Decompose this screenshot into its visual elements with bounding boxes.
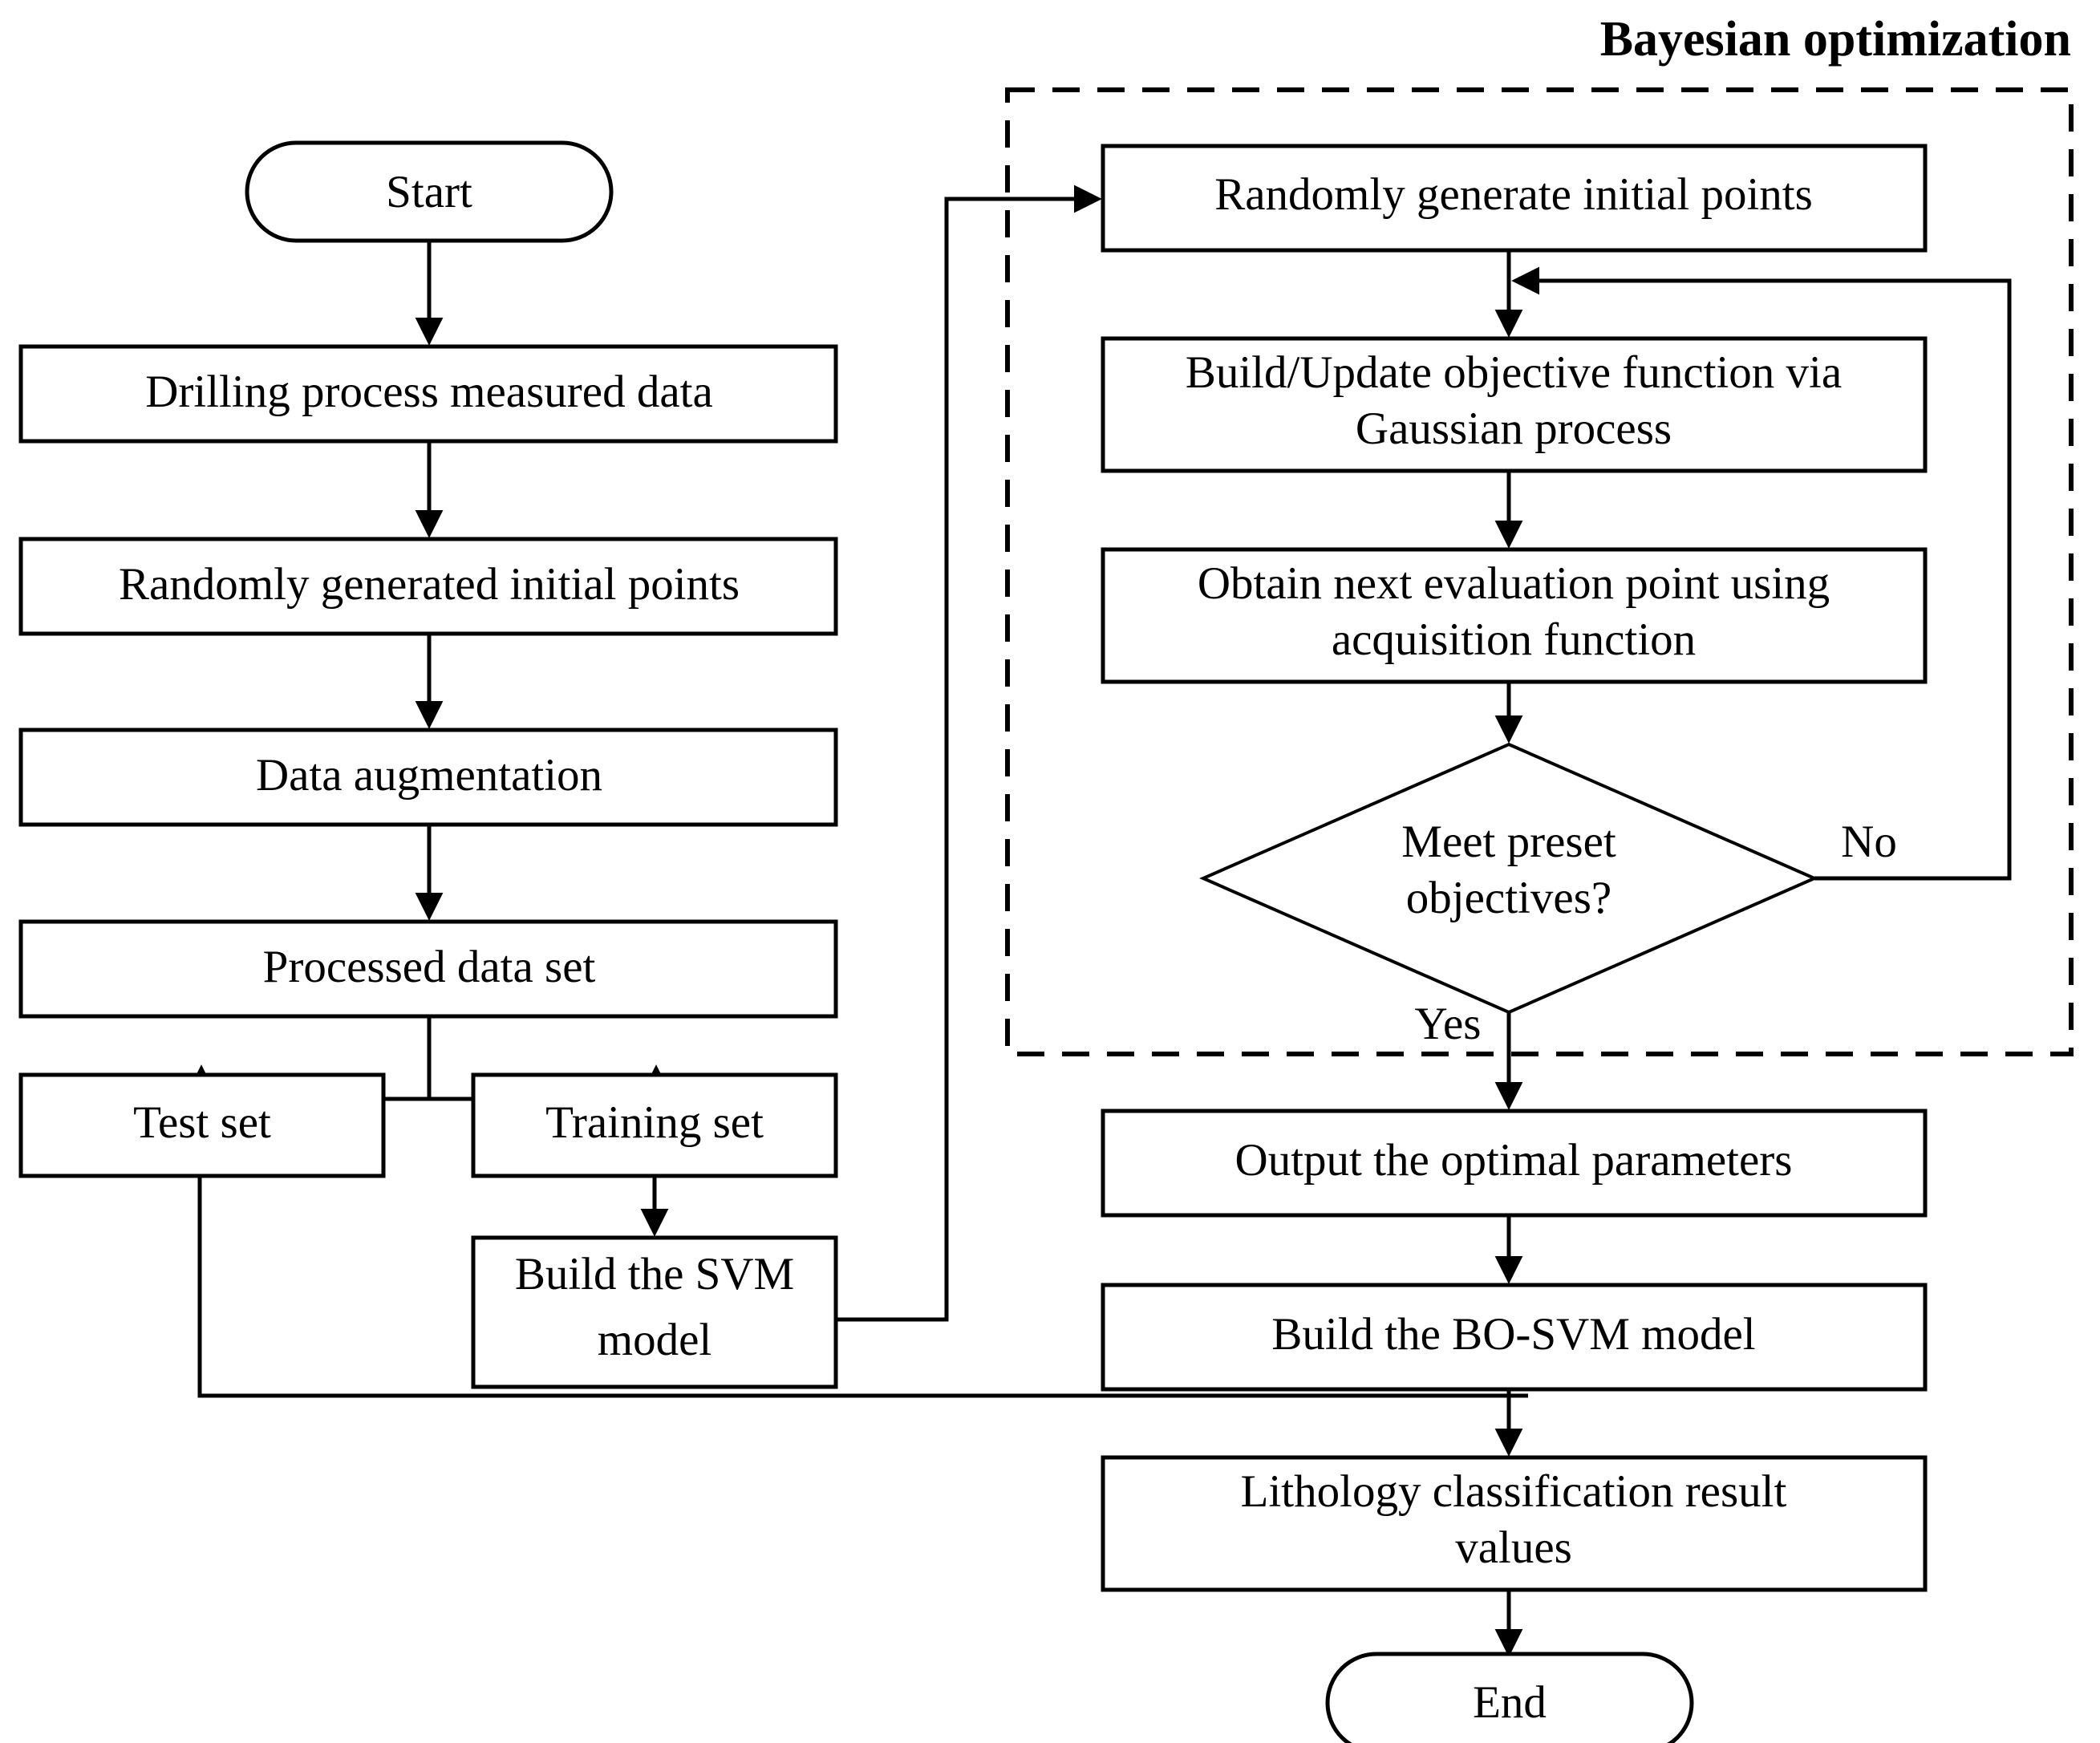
node-random-initial-points-label: Randomly generated initial points — [119, 559, 740, 610]
node-bo-random-generate-points-label: Randomly generate initial points — [1214, 169, 1813, 220]
node-bo-gaussian-process-label-line2: Gaussian process — [1356, 403, 1672, 454]
edge-decision-no-loop — [1511, 266, 2012, 881]
node-build-bo-svm-model-label: Build the BO-SVM model — [1271, 1309, 1755, 1360]
node-data-augmentation-label: Data augmentation — [256, 750, 602, 801]
node-build-bo-svm-model[interactable] — [1101, 1283, 1928, 1392]
node-lithology-result[interactable] — [1101, 1455, 1928, 1592]
node-bo-decision-label-line2: objectives? — [1406, 873, 1611, 923]
node-training-set-label: Training set — [545, 1097, 764, 1148]
node-lithology-result-label-line2: values — [1455, 1522, 1572, 1573]
node-drilling-data-label: Drilling process measured data — [145, 367, 713, 417]
node-output-optimal-parameters-label: Output the optimal parameters — [1235, 1135, 1793, 1186]
node-end[interactable] — [1325, 1652, 1694, 1743]
edge-label-yes: Yes — [1415, 999, 1482, 1049]
bayesian-optimization-title: Bayesian optimization — [1600, 12, 2071, 67]
node-build-svm-model-label-line2: model — [598, 1315, 711, 1365]
node-bo-gaussian-process-label-line1: Build/Update objective function via — [1186, 347, 1842, 398]
node-bo-acquisition-function-label-line1: Obtain next evaluation point using — [1198, 558, 1830, 609]
node-build-svm-model-label-line1: Build the SVM — [515, 1249, 794, 1299]
node-bo-decision-label-line1: Meet preset — [1401, 817, 1616, 867]
edge-label-no: No — [1841, 817, 1897, 867]
node-start-label: Start — [386, 167, 472, 217]
node-test-set-label: Test set — [133, 1097, 271, 1148]
edge-test-set-to-lithology — [197, 1176, 1528, 1398]
node-end-label: End — [1473, 1677, 1547, 1728]
node-bo-acquisition-function-label-line2: acquisition function — [1332, 614, 1696, 665]
node-lithology-result-label-line1: Lithology classification result — [1241, 1466, 1787, 1517]
node-test-set[interactable] — [18, 1072, 386, 1178]
node-build-svm-model[interactable] — [471, 1235, 838, 1389]
node-bo-gaussian-process[interactable] — [1101, 336, 1928, 473]
node-drilling-data[interactable] — [18, 344, 838, 444]
node-bo-acquisition-function[interactable] — [1101, 547, 1928, 684]
edge-build-svm-to-bo-entry — [836, 184, 1102, 1322]
node-bo-random-generate-points[interactable] — [1101, 144, 1928, 253]
node-training-set[interactable] — [471, 1072, 838, 1178]
bayesian-optimization-group-box — [1005, 87, 2074, 1056]
node-output-optimal-parameters[interactable] — [1101, 1109, 1928, 1218]
node-data-augmentation[interactable] — [18, 728, 838, 827]
node-random-initial-points[interactable] — [18, 537, 838, 636]
node-processed-data-set-label: Processed data set — [263, 942, 596, 992]
